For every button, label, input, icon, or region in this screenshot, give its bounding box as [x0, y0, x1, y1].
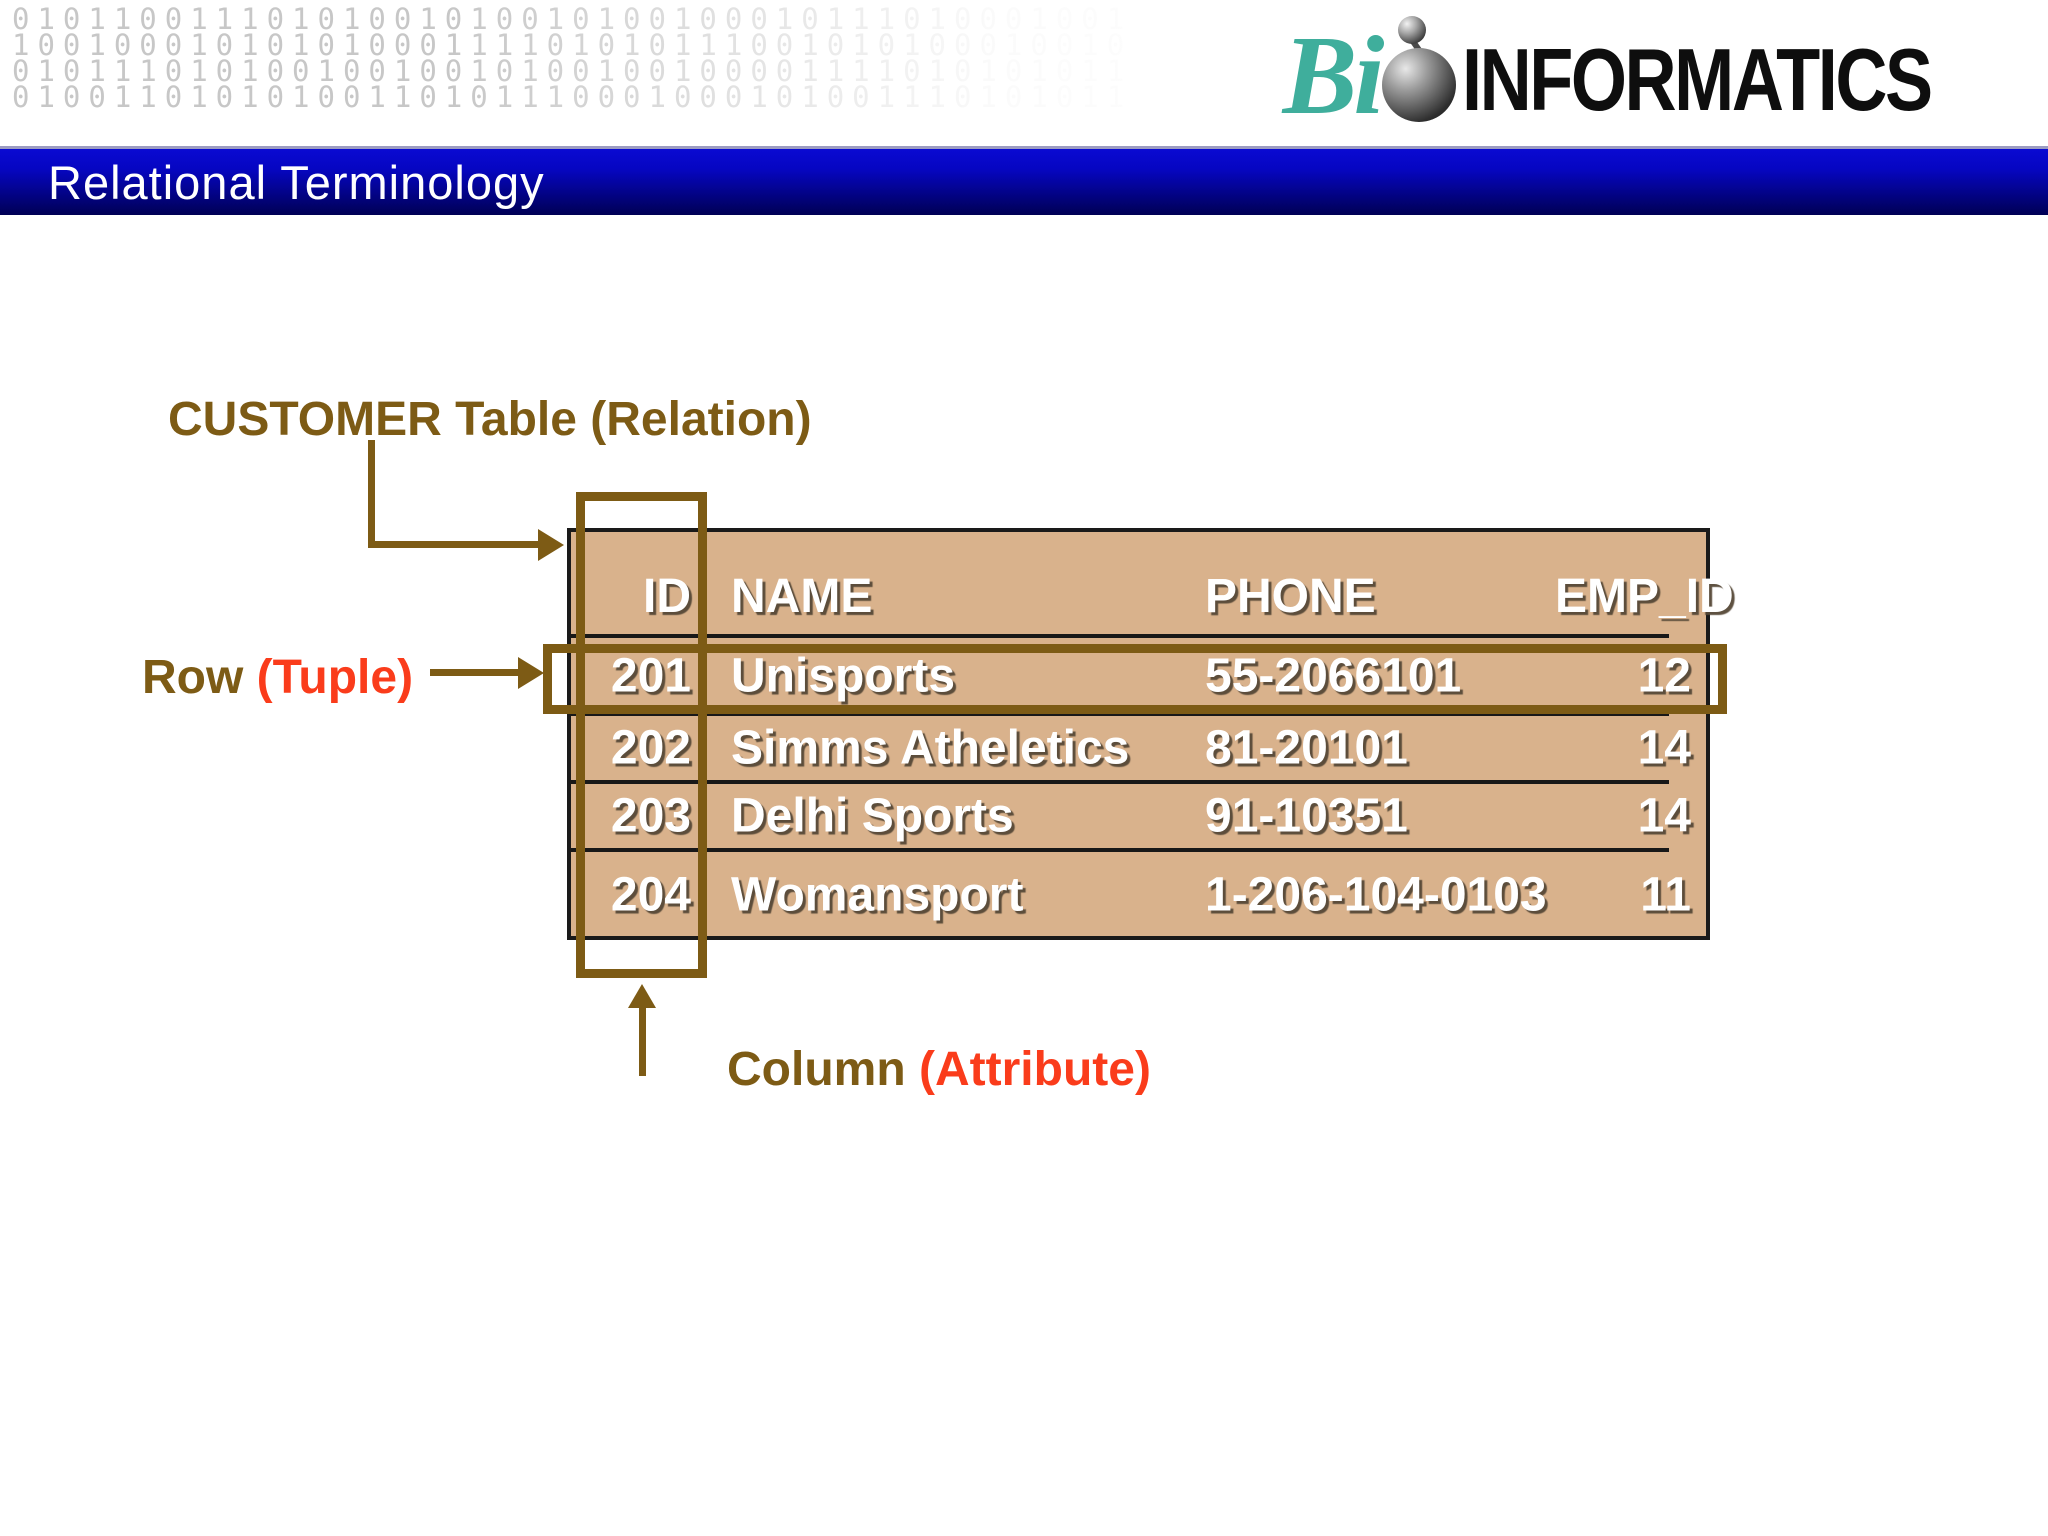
cell-phone: 81-20101: [1205, 721, 1408, 775]
table-row: 203 Delhi Sports 91-10351 14: [571, 782, 1706, 850]
header-divider: [571, 634, 1669, 638]
cell-emp-id: 14: [1637, 789, 1691, 843]
molecule-icon: [1374, 14, 1462, 126]
cell-name: Womansport: [731, 868, 1024, 922]
row-label-text: Row: [142, 651, 257, 704]
cell-emp-id: 12: [1637, 649, 1691, 703]
cell-emp-id: 14: [1637, 721, 1691, 775]
table-row: 201 Unisports 55-2066101 12: [571, 638, 1706, 714]
row-divider: [571, 712, 1669, 716]
header-name: NAME: [731, 570, 873, 623]
binary-fade-overlay: [12, 6, 1272, 126]
table-arrowhead-icon: [538, 529, 564, 561]
customer-table-label: CUSTOMER Table (Relation): [168, 393, 812, 446]
column-attribute-label: Column (Attribute): [727, 1042, 1151, 1097]
table-header-row: ID NAME PHONE EMP_ID: [571, 532, 1734, 634]
customer-table: ID NAME PHONE EMP_ID 201 Unisports 55-20…: [567, 528, 1734, 940]
cell-id: 202: [610, 721, 691, 775]
column-arrow-line: [639, 1004, 646, 1076]
slide-title: Relational Terminology: [48, 155, 545, 209]
cell-name: Simms Atheletics: [731, 721, 1130, 775]
row-arrow-line: [430, 669, 522, 676]
row-divider: [571, 780, 1669, 784]
header-phone: PHONE: [1205, 570, 1376, 623]
header-emp-id: EMP_ID: [1555, 570, 1734, 623]
cell-id: 203: [610, 789, 691, 843]
molecule-small-sphere: [1398, 16, 1427, 44]
table-row: 202 Simms Atheletics 81-20101 14: [571, 714, 1706, 782]
binary-background: 0101100111010100101001010010001011101000…: [12, 6, 1272, 126]
title-bar: Relational Terminology: [0, 146, 2048, 215]
cell-phone: 1-206-104-0103: [1205, 868, 1547, 922]
table-connector-horizontal: [368, 541, 540, 548]
cell-name: Delhi Sports: [731, 789, 1014, 843]
cell-emp-id: 11: [1640, 868, 1691, 922]
molecule-large-sphere: [1382, 48, 1457, 122]
row-arrowhead-icon: [518, 657, 544, 689]
table-connector-vertical: [368, 440, 375, 548]
column-highlight-rectangle: [576, 492, 707, 978]
cell-phone: 55-2066101: [1205, 649, 1462, 703]
column-label-text: Column: [727, 1043, 919, 1096]
row-highlight-rectangle: [543, 644, 1727, 714]
cell-id: 201: [610, 649, 691, 703]
table-row: 204 Womansport 1-206-104-0103 11: [571, 850, 1706, 940]
logo-script-bi: Bi: [1282, 14, 1385, 138]
header-id: ID: [643, 570, 691, 623]
cell-id: 204: [610, 868, 691, 922]
bioinformatics-logo: Bi INFORMATICS: [1282, 8, 2034, 138]
logo-wordmark: INFORMATICS: [1462, 30, 1933, 129]
tuple-label-text: (Tuple): [256, 651, 414, 704]
cell-name: Unisports: [731, 649, 956, 703]
row-tuple-label: Row (Tuple): [142, 650, 413, 705]
row-divider: [571, 848, 1669, 852]
attribute-label-text: (Attribute): [918, 1043, 1151, 1096]
cell-phone: 91-10351: [1205, 789, 1408, 843]
